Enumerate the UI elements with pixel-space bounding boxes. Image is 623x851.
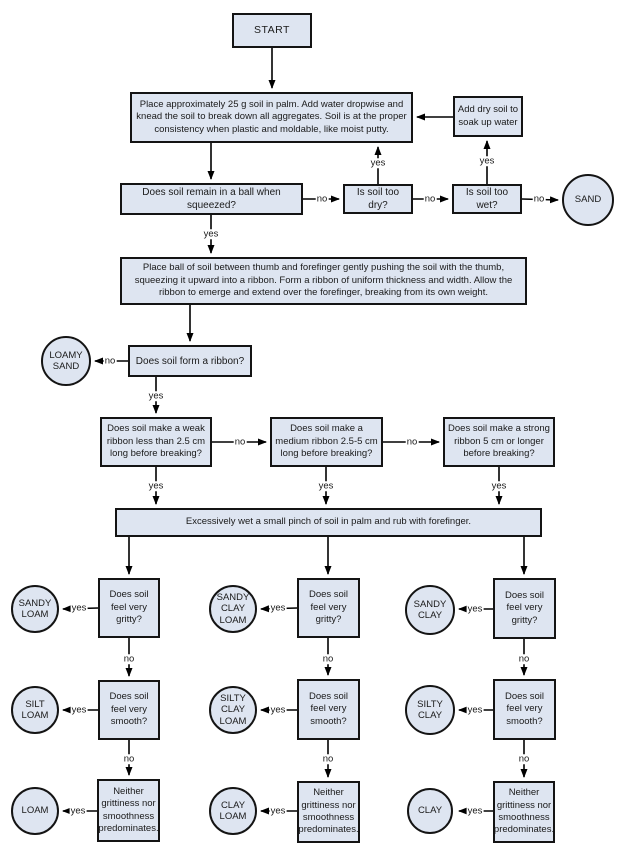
edge-label-no: no bbox=[532, 193, 546, 205]
edge-label-yes: yes bbox=[69, 805, 87, 817]
terminal-label: LOAMY SAND bbox=[49, 349, 83, 372]
terminal-clay: CLAY bbox=[407, 788, 453, 834]
terminal-sandy-clay-loam: SANDY CLAY LOAM bbox=[209, 585, 257, 633]
terminal-label: CLAY bbox=[417, 805, 443, 817]
node-too-dry-question: Is soil too dry? bbox=[343, 184, 413, 214]
terminal-loam: LOAM bbox=[11, 787, 59, 835]
edge-label-no: no bbox=[233, 436, 247, 448]
terminal-clay-loam: CLAY LOAM bbox=[209, 787, 257, 835]
node-neither-question-col3: Neither grittiness nor smoothness predom… bbox=[493, 781, 555, 843]
edge-label-yes: yes bbox=[70, 602, 88, 614]
node-label: Is soil too dry? bbox=[356, 187, 400, 211]
terminal-label: SAND bbox=[574, 194, 602, 206]
edge-label-yes: yes bbox=[202, 228, 220, 240]
node-weak-ribbon-question: Does soil make a weak ribbon less than 2… bbox=[100, 417, 212, 467]
node-label: Neither grittiness nor smoothness predom… bbox=[493, 787, 555, 836]
edge-label-yes: yes bbox=[466, 805, 484, 817]
edge-label-no: no bbox=[517, 653, 531, 665]
node-form-ribbon-question: Does soil form a ribbon? bbox=[128, 345, 252, 377]
node-gritty-question-col1: Does soil feel very gritty? bbox=[98, 578, 160, 638]
terminal-silty-clay-loam: SILTY CLAY LOAM bbox=[209, 686, 257, 734]
node-label: Does soil make a strong ribbon 5 cm or l… bbox=[448, 423, 550, 460]
node-label: Neither grittiness nor smoothness predom… bbox=[298, 787, 359, 836]
node-smooth-question-col1: Does soil feel very smooth? bbox=[98, 680, 160, 740]
edge-label-no: no bbox=[321, 653, 335, 665]
terminal-sand: SAND bbox=[562, 174, 614, 226]
edge-label-yes: yes bbox=[490, 480, 508, 492]
terminal-label: SILT LOAM bbox=[21, 698, 49, 721]
node-label: Neither grittiness nor smoothness predom… bbox=[98, 785, 159, 834]
edge-label-no: no bbox=[122, 753, 136, 765]
node-label: Does soil feel very smooth? bbox=[308, 690, 349, 727]
terminal-loamy-sand: LOAMY SAND bbox=[41, 336, 91, 386]
node-neither-question-col2: Neither grittiness nor smoothness predom… bbox=[297, 781, 360, 843]
node-label: Does soil feel very gritty? bbox=[308, 589, 349, 626]
node-label: Does soil feel very gritty? bbox=[109, 589, 149, 626]
node-too-wet-question: Is soil too wet? bbox=[452, 184, 522, 214]
node-label: Does soil make a weak ribbon less than 2… bbox=[106, 423, 206, 460]
edge-label-yes: yes bbox=[466, 704, 484, 716]
node-medium-ribbon-question: Does soil make a medium ribbon 2.5-5 cm … bbox=[270, 417, 383, 467]
edge-label-yes: yes bbox=[478, 155, 496, 167]
node-label: START bbox=[254, 23, 290, 36]
node-label: Does soil remain in a ball when squeezed… bbox=[142, 187, 281, 211]
node-label: Add dry soil to soak up water bbox=[457, 104, 519, 128]
node-ball-question: Does soil remain in a ball when squeezed… bbox=[120, 183, 303, 215]
terminal-label: CLAY LOAM bbox=[219, 799, 247, 822]
terminal-label: SANDY LOAM bbox=[18, 597, 52, 620]
node-label: Is soil too wet? bbox=[465, 187, 509, 211]
terminal-silty-clay: SILTY CLAY bbox=[405, 685, 455, 735]
terminal-label: LOAM bbox=[21, 805, 49, 817]
node-label: Does soil feel very smooth? bbox=[504, 690, 545, 727]
edge-label-yes: yes bbox=[269, 602, 287, 614]
node-gritty-question-col3: Does soil feel very gritty? bbox=[493, 578, 556, 639]
terminal-label: SANDY CLAY bbox=[413, 598, 447, 621]
terminal-label: SILTY CLAY LOAM bbox=[219, 693, 247, 727]
edge-label-yes: yes bbox=[269, 805, 287, 817]
node-smooth-question-col3: Does soil feel very smooth? bbox=[493, 679, 556, 740]
edge-label-no: no bbox=[103, 355, 117, 367]
terminal-sandy-loam: SANDY LOAM bbox=[11, 585, 59, 633]
edge-label-yes: yes bbox=[466, 603, 484, 615]
edge-label-no: no bbox=[517, 753, 531, 765]
node-strong-ribbon-question: Does soil make a strong ribbon 5 cm or l… bbox=[443, 417, 555, 467]
node-wet-pinch-instruction: Excessively wet a small pinch of soil in… bbox=[115, 508, 542, 537]
edge-label-no: no bbox=[122, 653, 136, 665]
terminal-label: SILTY CLAY bbox=[417, 698, 443, 721]
edge-label-no: no bbox=[321, 753, 335, 765]
node-label: Does soil form a ribbon? bbox=[135, 355, 245, 367]
edge-label-yes: yes bbox=[369, 157, 387, 169]
node-label: Place ball of soil between thumb and for… bbox=[134, 262, 513, 299]
node-prep-instructions: Place approximately 25 g soil in palm. A… bbox=[130, 92, 413, 143]
node-label: Excessively wet a small pinch of soil in… bbox=[185, 516, 472, 528]
terminal-label: SANDY CLAY LOAM bbox=[216, 592, 250, 626]
node-smooth-question-col2: Does soil feel very smooth? bbox=[297, 679, 360, 740]
node-label: Does soil make a medium ribbon 2.5-5 cm … bbox=[275, 423, 378, 460]
edge-label-yes: yes bbox=[70, 704, 88, 716]
node-label: Does soil feel very smooth? bbox=[109, 691, 149, 728]
node-neither-question-col1: Neither grittiness nor smoothness predom… bbox=[97, 779, 160, 842]
node-add-dry-soil: Add dry soil to soak up water bbox=[453, 96, 523, 137]
terminal-silt-loam: SILT LOAM bbox=[11, 686, 59, 734]
node-start: START bbox=[232, 13, 312, 48]
terminal-sandy-clay: SANDY CLAY bbox=[405, 585, 455, 635]
edge-label-no: no bbox=[315, 193, 329, 205]
edge-label-yes: yes bbox=[147, 390, 165, 402]
node-label: Place approximately 25 g soil in palm. A… bbox=[136, 98, 407, 135]
edge-label-yes: yes bbox=[147, 480, 165, 492]
edge-label-no: no bbox=[405, 436, 419, 448]
node-label: Does soil feel very gritty? bbox=[504, 589, 545, 626]
edge-label-yes: yes bbox=[317, 480, 335, 492]
node-ribbon-instructions: Place ball of soil between thumb and for… bbox=[120, 257, 527, 305]
edge-label-yes: yes bbox=[269, 704, 287, 716]
node-gritty-question-col2: Does soil feel very gritty? bbox=[297, 578, 360, 638]
edge-label-no: no bbox=[423, 193, 437, 205]
